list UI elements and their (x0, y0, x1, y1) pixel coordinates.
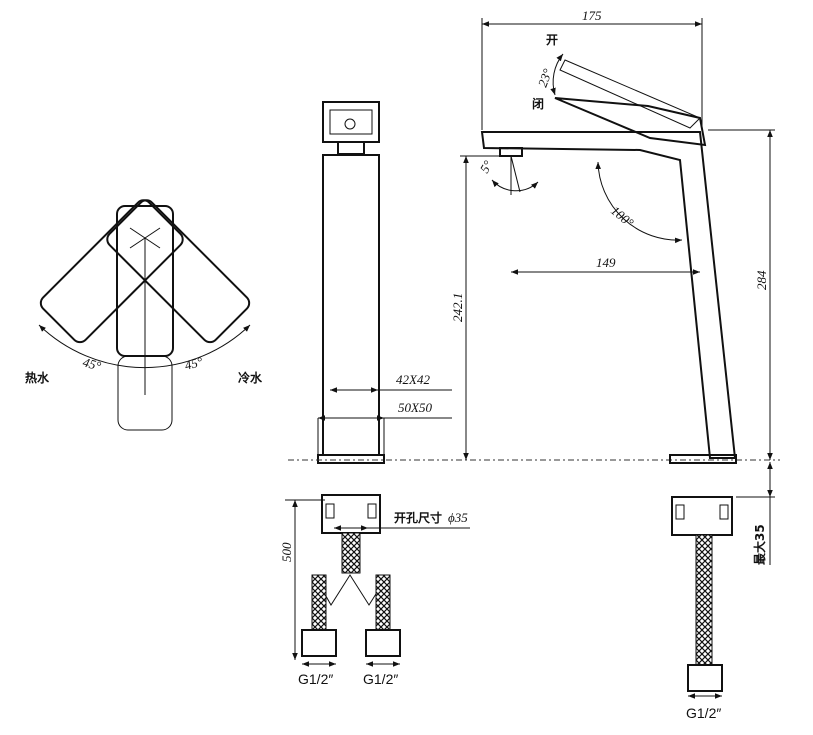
angle-label-right: 45° (183, 354, 204, 373)
angle-23: 23° (535, 67, 555, 89)
angle-5: 5° (477, 158, 496, 176)
dim-42x42: 42X42 (396, 372, 430, 387)
cold-water-label: 冷水 (238, 370, 263, 385)
dim-reach: 149 (596, 255, 616, 270)
base-flange-front (669, 454, 737, 464)
handle-inner (329, 109, 373, 135)
side-view: 42X42 50X50 开孔尺寸 ϕ35 500 G1/2″ G1/2″ (279, 101, 470, 687)
angle-label-left: 45° (81, 354, 102, 373)
hot-water-label: 热水 (25, 370, 50, 385)
close-label: 闭 (532, 96, 544, 111)
dim-hole-diameter: ϕ35 (448, 510, 468, 525)
supply-hose-middle (341, 532, 361, 574)
dim-hole-label: 开孔尺寸 (394, 510, 442, 525)
handle-screw (344, 118, 356, 130)
mount-shank-front (671, 496, 733, 536)
front-view: 175 开 闭 23° 5° 100° 149 242.1 284 最大35 G… (450, 8, 775, 721)
supply-hose-left (311, 574, 327, 631)
aerator (337, 141, 365, 155)
hose-nut-right (365, 629, 401, 657)
base-flange-side (317, 454, 385, 464)
thread-label-left: G1/2″ (298, 671, 333, 687)
handle-lever (554, 97, 707, 147)
dim-hose-length: 500 (279, 542, 294, 562)
handle-outline-right (39, 199, 184, 344)
thread-label-right: G1/2″ (363, 671, 398, 687)
dim-spout-height: 242.1 (450, 293, 465, 322)
dim-50x50: 50X50 (398, 400, 432, 415)
spout-body (480, 131, 737, 459)
body-side (322, 154, 380, 456)
supply-hose-right (375, 574, 391, 631)
dim-max-35: 最大35 (752, 524, 767, 565)
thread-label-front: G1/2″ (686, 705, 721, 721)
handle-side (322, 101, 380, 143)
hose-nut-front (687, 664, 723, 692)
mount-shank (321, 494, 381, 534)
center-mark (129, 227, 161, 249)
dim-total-height: 284 (754, 270, 769, 290)
supply-hose-front (695, 534, 713, 666)
hose-nut-left (301, 629, 337, 657)
open-label: 开 (546, 33, 558, 47)
handle-open-position (559, 59, 701, 129)
dim-width: 175 (582, 8, 602, 23)
top-view: 45° 45° 热水 冷水 (25, 199, 263, 431)
handle-outline-left (106, 199, 251, 344)
